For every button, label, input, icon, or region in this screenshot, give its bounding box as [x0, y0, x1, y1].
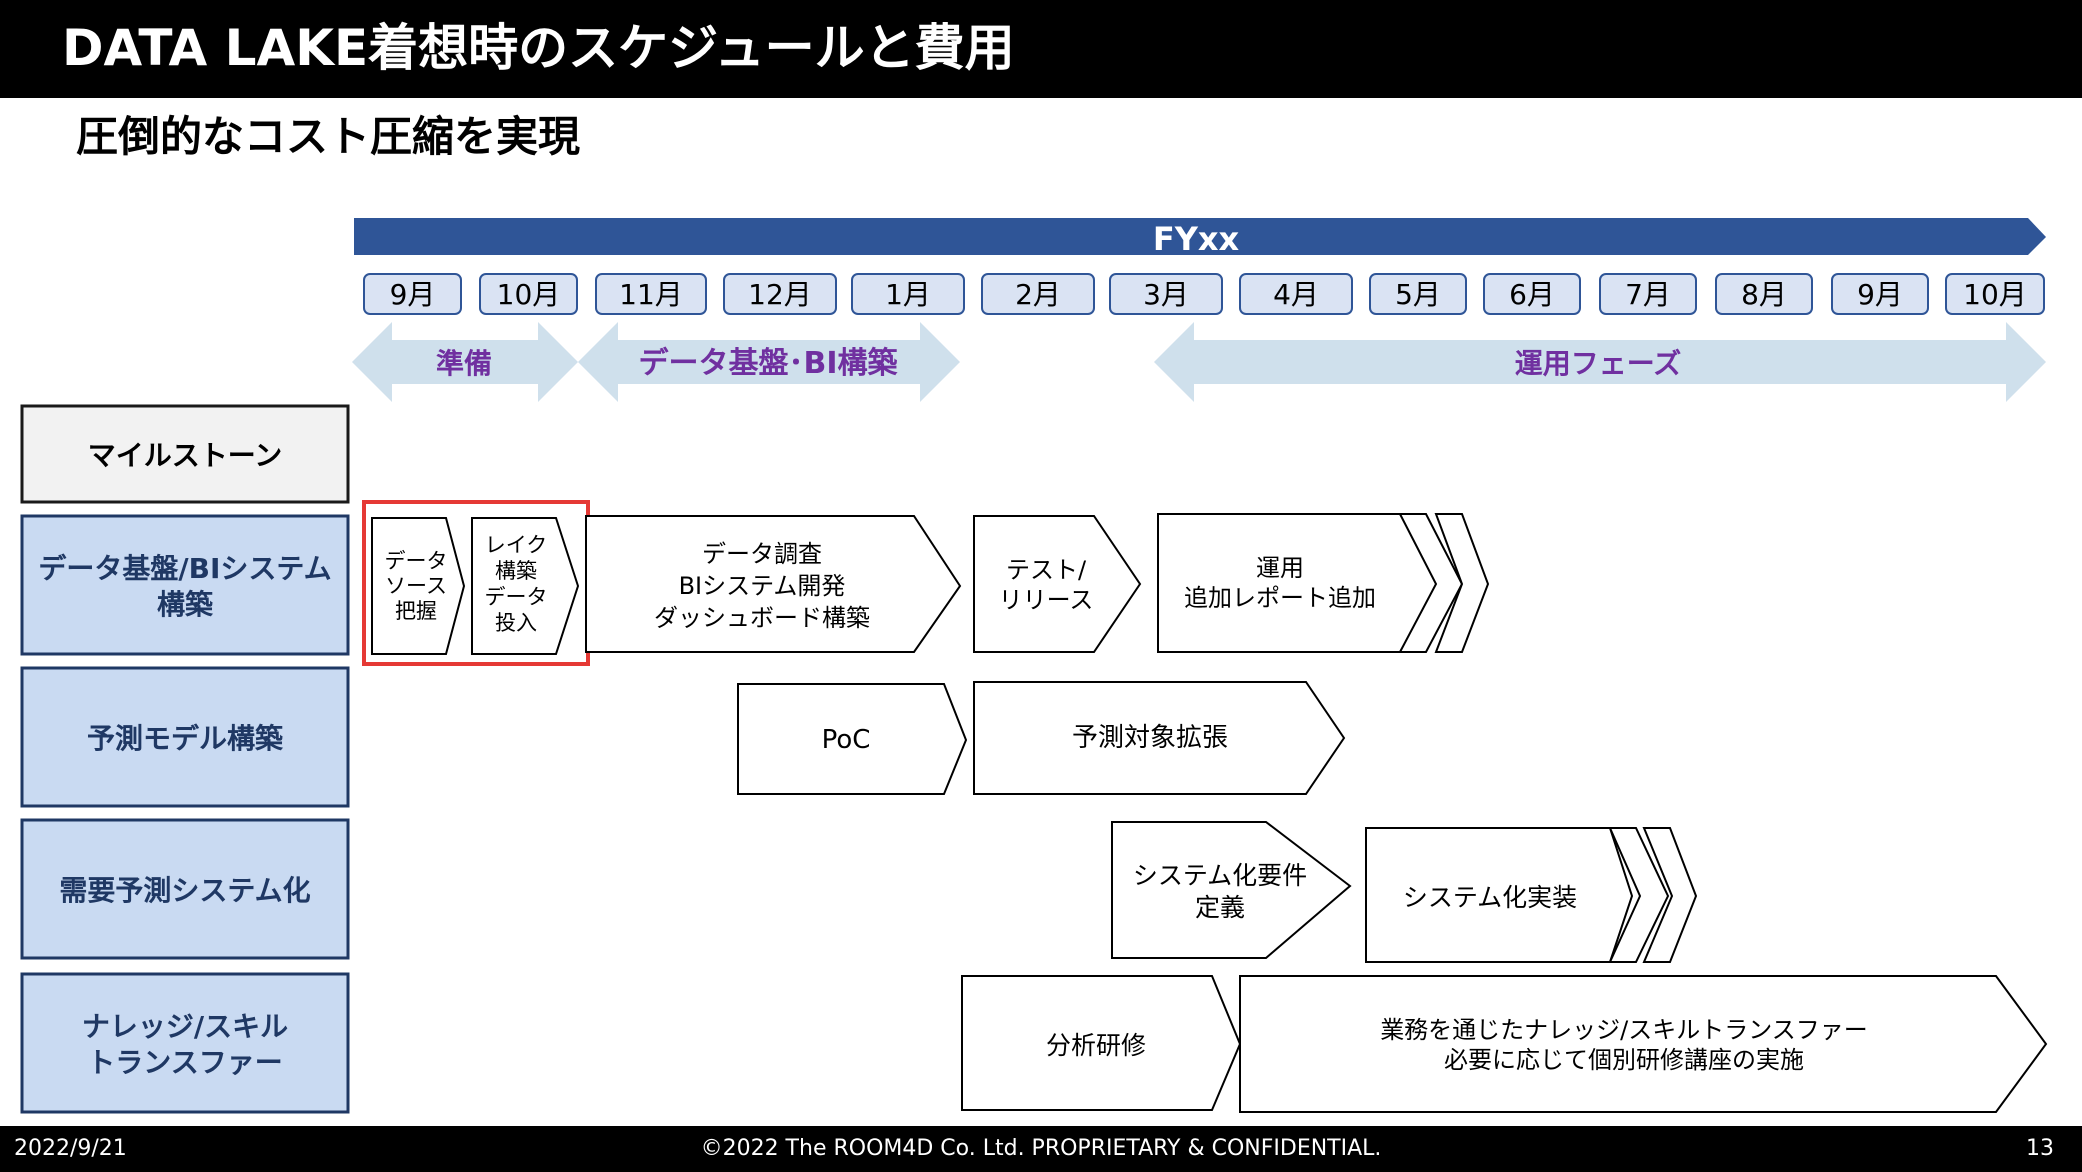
- month-label: 3月: [1143, 278, 1189, 311]
- fiscal-year-bar: [354, 218, 2046, 255]
- month-label: 1月: [885, 278, 931, 311]
- task-lake-build-line-2: 構築: [495, 559, 537, 583]
- row-label-milestone: マイルストーン: [88, 439, 283, 472]
- footer-date: 2022/9/21: [14, 1136, 127, 1161]
- task-skill-transfer-line-1: 業務を通じたナレッジ/スキルトランスファー: [1380, 1016, 1868, 1044]
- row-label-demand-system: 需要予測システム化: [59, 874, 310, 907]
- footer-bar: ©2022 The ROOM4D Co. Ltd. PROPRIETARY & …: [0, 1126, 2082, 1172]
- month-headers: 9月 10月 11月 12月 1月 2月 3月 4月 5月 6月 7月 8月 9月 10月: [363, 273, 2045, 315]
- month-label: 2月: [1015, 278, 1061, 311]
- row-header-prediction-model: [20, 666, 350, 808]
- task-system-requirements-line-1: システム化要件: [1133, 861, 1307, 890]
- month-box: [1715, 273, 1813, 315]
- task-test-release-line-1: テスト/: [1006, 556, 1087, 584]
- task-system-implementation-label: システム化実装: [1403, 883, 1577, 912]
- continuation-chevron: [1608, 827, 1670, 963]
- task-data-source-line-3: 把握: [395, 599, 437, 623]
- month-box: [981, 273, 1095, 315]
- month-box: [595, 273, 707, 315]
- task-skill-transfer: [1239, 975, 2048, 1113]
- row-label-prediction-model: 予測モデル構築: [87, 722, 284, 755]
- task-test-release-line-2: リリース: [999, 586, 1094, 614]
- month-label: 9月: [1857, 278, 1903, 311]
- phase-label-preparation: 準備: [436, 347, 492, 380]
- row-header-data-platform: [20, 514, 350, 656]
- month-label: 10月: [1963, 278, 2027, 311]
- month-box: [363, 273, 462, 315]
- task-lake-build: [471, 517, 580, 655]
- task-poc: [737, 683, 968, 795]
- row-header-milestone: [20, 404, 350, 504]
- month-label: 5月: [1395, 278, 1441, 311]
- month-label: 9月: [390, 278, 436, 311]
- month-box: [1369, 273, 1467, 315]
- phase-arrow-build: [578, 322, 960, 402]
- row-label-knowledge-transfer-1: ナレッジ/スキル: [82, 1010, 288, 1043]
- phase-label-operation: 運用フェーズ: [1515, 347, 1682, 380]
- continuation-chevron: [1434, 513, 1490, 653]
- task-operation-line-2: 追加レポート追加: [1184, 584, 1376, 612]
- task-data-source: [371, 517, 466, 655]
- task-data-survey: [585, 515, 962, 653]
- task-operation-line-1: 運用: [1256, 554, 1304, 582]
- task-system-implementation: [1365, 827, 1634, 963]
- task-data-survey-line-3: ダッシュボード構築: [654, 604, 870, 632]
- month-label: 7月: [1625, 278, 1671, 311]
- task-data-survey-line-2: BIシステム開発: [679, 572, 846, 600]
- month-box: [1109, 273, 1223, 315]
- month-box: [1239, 273, 1353, 315]
- phase-arrow-operation: [1154, 322, 2046, 402]
- fiscal-year-label: FYxx: [1153, 220, 1240, 258]
- task-system-requirements: [1111, 821, 1352, 959]
- task-lake-build-line-4: 投入: [495, 611, 537, 635]
- row-header-knowledge-transfer: [20, 972, 350, 1114]
- row-header-demand-system: [20, 818, 350, 960]
- task-data-source-line-1: データ: [385, 549, 448, 573]
- row-label-knowledge-transfer-2: トランスファー: [87, 1046, 282, 1079]
- task-data-source-line-2: ソース: [385, 574, 447, 598]
- row-label-data-platform-1: データ基盤/BIシステム: [38, 552, 331, 585]
- task-analysis-training-label: 分析研修: [1046, 1031, 1146, 1060]
- month-label: 12月: [748, 278, 812, 311]
- page-number: 13: [2026, 1136, 2054, 1161]
- task-analysis-training: [961, 975, 1242, 1111]
- task-lake-build-line-1: レイク: [485, 533, 548, 557]
- slide-title: DATA LAKE着想時のスケジュールと費用: [62, 19, 1015, 77]
- month-label: 10月: [497, 278, 561, 311]
- task-test-release: [973, 515, 1142, 653]
- continuation-chevron: [1398, 513, 1464, 653]
- month-box: [1945, 273, 2045, 315]
- month-box: [1831, 273, 1929, 315]
- task-poc-label: PoC: [822, 725, 871, 755]
- task-operation: [1157, 513, 1442, 653]
- phase-arrow-preparation: [352, 322, 578, 402]
- phase-label-build: データ基盤･BI構築: [638, 346, 898, 381]
- row-label-data-platform-2: 構築: [157, 588, 214, 621]
- month-box: [479, 273, 578, 315]
- task-prediction-expand: [973, 681, 1346, 795]
- task-data-survey-line-1: データ調査: [702, 540, 822, 568]
- footer-copyright: ©2022 The ROOM4D Co. Ltd. PROPRIETARY & …: [700, 1136, 1382, 1161]
- month-box: [851, 273, 965, 315]
- month-label: 4月: [1273, 278, 1319, 311]
- header-bar: [0, 0, 2082, 98]
- slide-subtitle: 圧倒的なコスト圧縮を実現: [76, 112, 581, 161]
- month-box: [723, 273, 837, 315]
- task-prediction-expand-label: 予測対象拡張: [1072, 723, 1228, 753]
- task-skill-transfer-line-2: 必要に応じて個別研修講座の実施: [1444, 1046, 1804, 1074]
- month-box: [1483, 273, 1581, 315]
- schedule-gantt: FYxx 9月 10月 11月 12月 1月 2月 3月 4月 5月 6月 7月 8月 9月 10月 準備…: [20, 218, 2048, 1114]
- task-system-requirements-line-2: 定義: [1195, 893, 1245, 922]
- task-lake-build-line-3: データ: [485, 585, 548, 609]
- month-label: 6月: [1509, 278, 1555, 311]
- month-label: 11月: [619, 278, 683, 311]
- continuation-chevron: [1642, 827, 1698, 963]
- month-box: [1599, 273, 1697, 315]
- month-label: 8月: [1741, 278, 1787, 311]
